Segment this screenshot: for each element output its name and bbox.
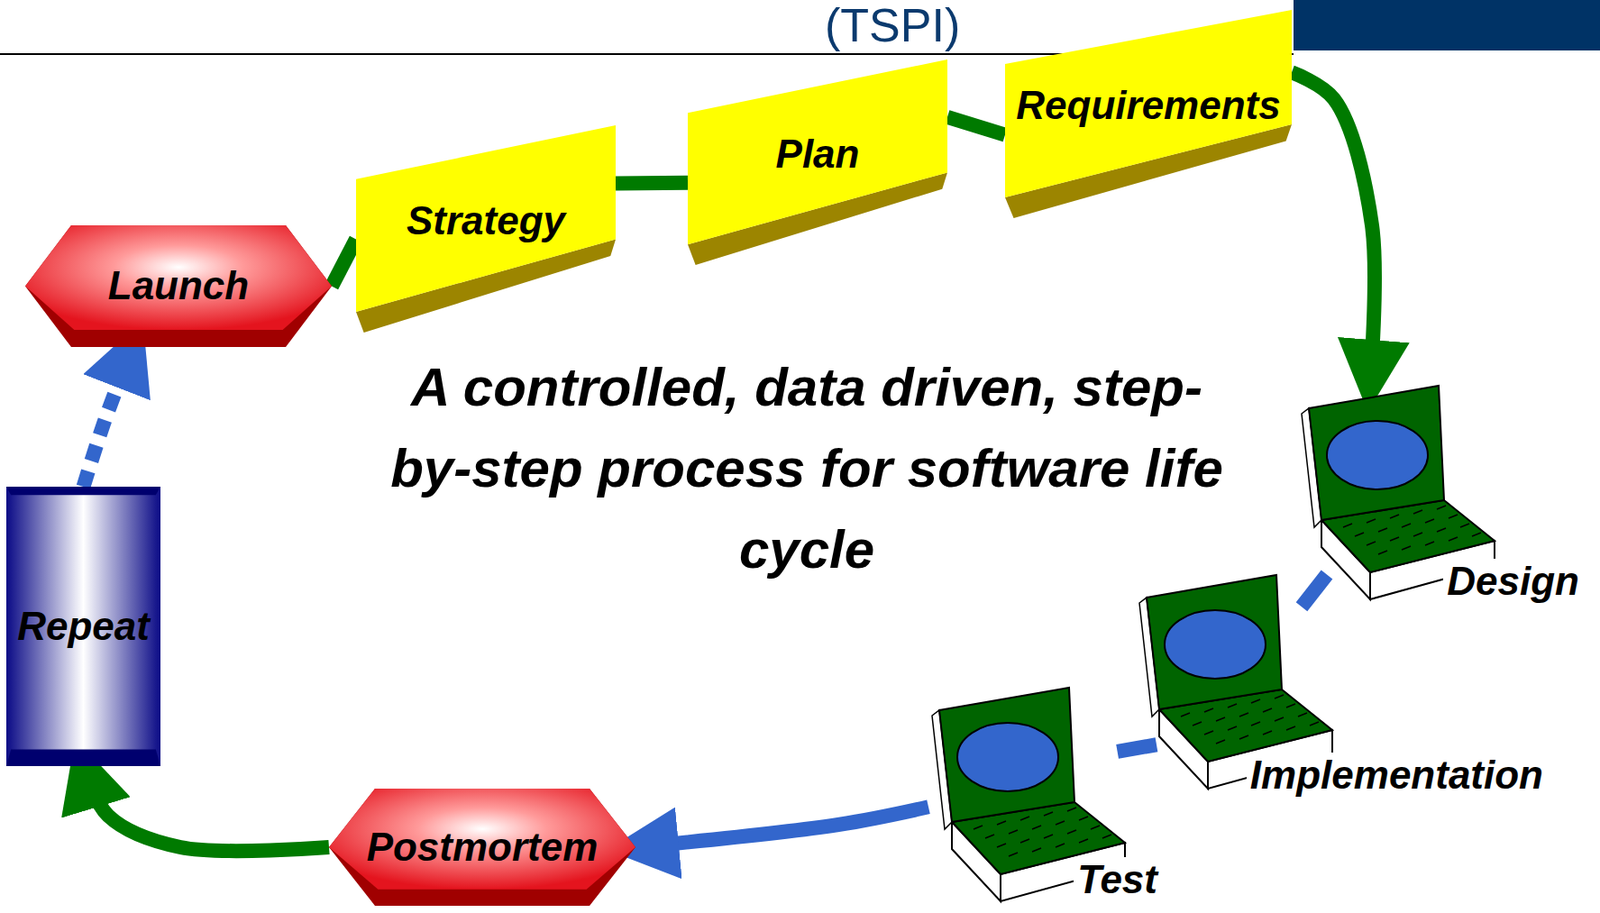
caption-label: A controlled, data driven, step-by-step … [387,347,1226,591]
flow-arrow [635,806,929,848]
header-bar [1293,0,1600,51]
phase-hexagon: Postmortem [329,788,636,906]
step-label: Design [1443,558,1583,605]
step-label: Launch [108,263,249,310]
flow-arrow [615,175,688,192]
step-label: Requirements [1015,82,1280,146]
flow-arrow [331,239,357,287]
computer-step: Design [1298,383,1587,609]
flow-arrow [83,347,134,487]
flow-arrow [1117,744,1157,752]
repeat-box: Repeat [6,486,161,767]
step-label: Strategy [406,198,566,261]
computer-step: Test [928,685,1165,907]
phase-hexagon: Launch [25,225,332,348]
step-label: Test [1073,857,1162,904]
step-label: Plan [776,131,860,194]
flow-arrow [83,766,330,851]
step-label: Repeat [17,603,150,650]
flow-arrow [1301,575,1327,608]
flow-arrow [947,117,1006,136]
step-box: Requirements [1005,9,1292,219]
step-label: Postmortem [366,824,599,871]
flow-arrow [1291,72,1375,384]
computer-step: Implementation [1135,572,1551,803]
step-label: Implementation [1246,752,1547,799]
step-box: Strategy [356,125,616,333]
step-box: Plan [687,59,948,266]
diagram-title: (TSPI) [817,0,968,52]
